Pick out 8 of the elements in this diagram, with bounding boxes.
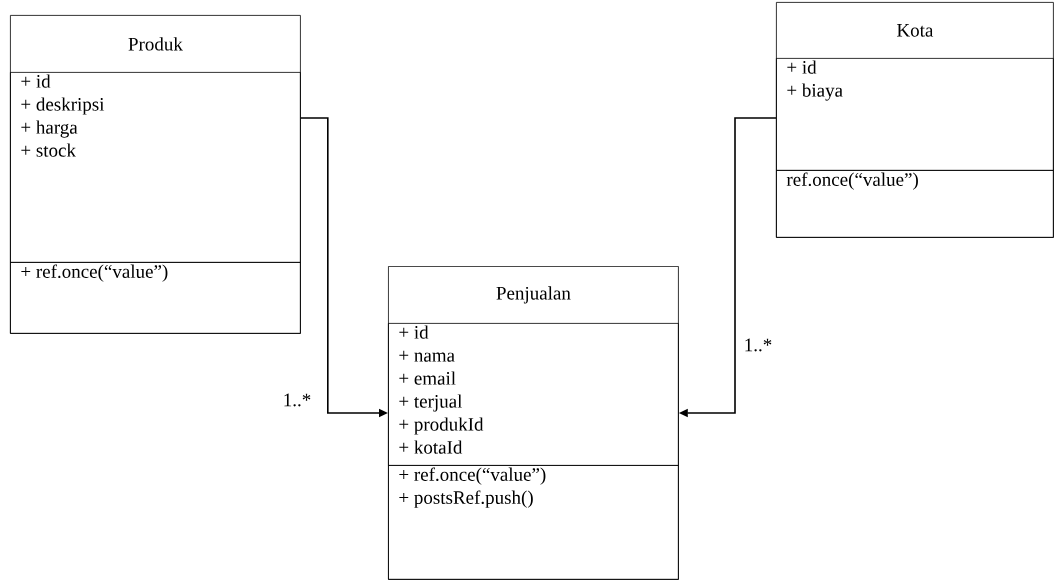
compartment-box: ref.once(“value”)	[776, 170, 1054, 238]
compartment-box: + ref.once(“value”)	[10, 262, 301, 334]
multiplicity-label: 1..*	[284, 393, 311, 407]
multiplicity-label: 1..*	[745, 338, 772, 352]
compartment-box: + ref.once(“value”) + postsRef.push()	[388, 465, 679, 580]
compartment-box: + id + biaya	[776, 58, 1054, 171]
compartment-box: + id + deskripsi + harga + stock	[10, 72, 301, 263]
compartment-box: + id + nama + email + terjual + produkId + kotaId	[388, 323, 679, 466]
